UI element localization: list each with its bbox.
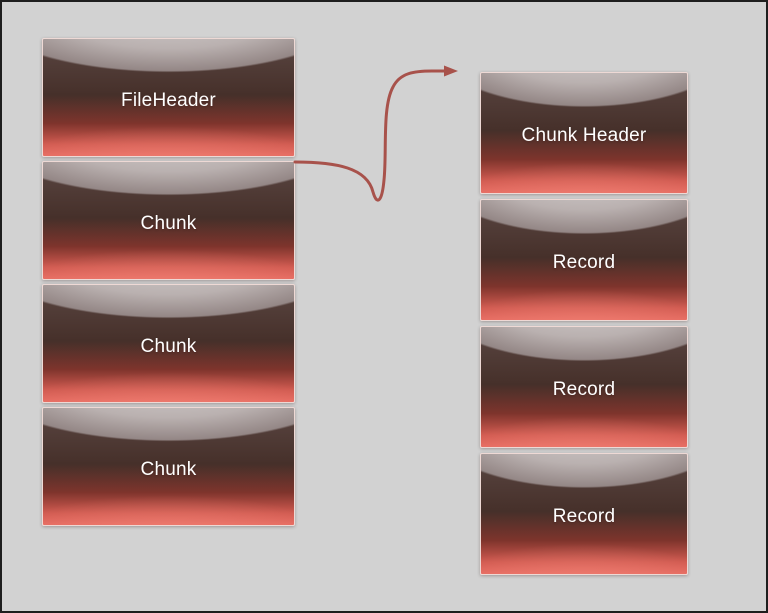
chunk-box-2: Chunk xyxy=(42,284,295,403)
record-box-3-label: Record xyxy=(552,506,616,527)
record-box-3: Record xyxy=(480,453,688,575)
record-box-2-label: Record xyxy=(552,379,616,400)
chunk-box-1: Chunk xyxy=(42,161,295,280)
chunk-header-box: Chunk Header xyxy=(480,72,688,194)
file-header-box: FileHeader xyxy=(42,38,295,157)
arrow-path xyxy=(293,65,458,202)
record-box-2: Record xyxy=(480,326,688,448)
chunk-box-3: Chunk xyxy=(42,407,295,526)
file-header-label: FileHeader xyxy=(121,89,216,111)
chunk-box-2-label: Chunk xyxy=(140,335,197,357)
record-box-1-label: Record xyxy=(552,252,616,273)
record-box-1: Record xyxy=(480,199,688,321)
chunk-box-1-label: Chunk xyxy=(140,212,197,234)
chunk-header-label: Chunk Header xyxy=(521,125,647,146)
chunk-box-3-label: Chunk xyxy=(140,458,197,480)
